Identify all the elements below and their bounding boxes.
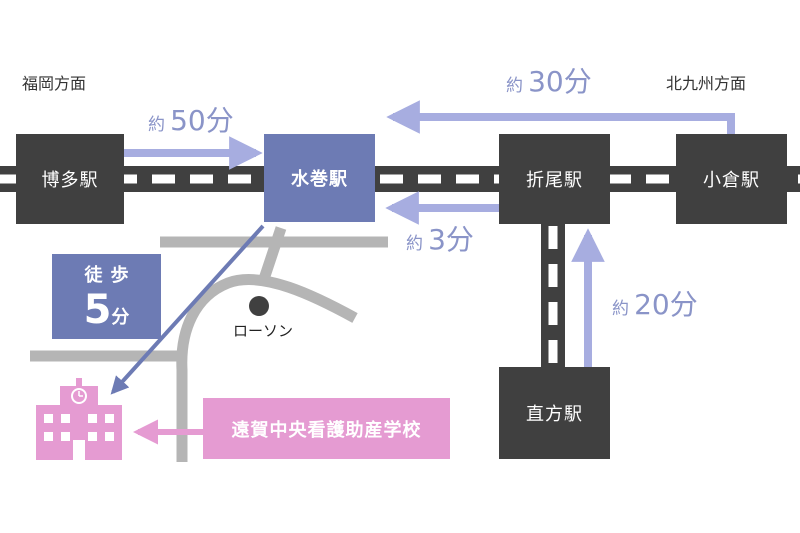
time-hakata-to-mizumaki: 約 50分 xyxy=(148,107,234,135)
station-hakata: 博多駅 xyxy=(16,134,124,224)
walk-duration: 5分 xyxy=(84,287,130,333)
time-prefix: 約 xyxy=(612,299,629,319)
walk-value: 5 xyxy=(83,286,112,333)
landmark-label: ローソン xyxy=(233,322,294,340)
time-unit: 分 xyxy=(205,104,234,137)
direction-west-label: 福岡方面 xyxy=(22,74,87,93)
walk-unit: 分 xyxy=(111,306,130,328)
station-orio: 折尾駅 xyxy=(499,134,610,224)
time-value: 30 xyxy=(528,65,564,98)
time-unit: 分 xyxy=(669,288,698,321)
time-value: 3 xyxy=(428,223,446,256)
time-unit: 分 xyxy=(563,65,592,98)
arrow-walk-route xyxy=(110,224,265,395)
time-unit: 分 xyxy=(445,223,474,256)
station-kokura: 小倉駅 xyxy=(676,134,787,224)
walk-label: 徒歩 xyxy=(84,264,137,286)
walk-time-box: 徒歩 5分 xyxy=(52,254,161,339)
time-orio-to-mizumaki: 約 3分 xyxy=(406,226,474,254)
road-curve xyxy=(176,274,358,462)
station-nogata: 直方駅 xyxy=(499,367,610,459)
station-mizumaki: 水巻駅 xyxy=(264,134,375,222)
main-railway xyxy=(0,166,800,192)
store-marker-icon xyxy=(249,296,269,316)
arrows xyxy=(124,100,735,368)
time-value: 50 xyxy=(170,104,206,137)
time-prefix: 約 xyxy=(506,76,523,96)
roads xyxy=(30,226,388,462)
time-value: 20 xyxy=(634,288,670,321)
time-prefix: 約 xyxy=(406,234,423,254)
school-name-label: 遠賀中央看護助産学校 xyxy=(203,398,450,459)
time-prefix: 約 xyxy=(148,115,165,135)
arrow-kokura-to-mizumaki xyxy=(386,100,735,134)
direction-east-label: 北九州方面 xyxy=(666,74,747,93)
time-kokura-to-mizumaki: 約 30分 xyxy=(506,68,592,96)
branch-railway xyxy=(541,215,565,377)
time-nogata-to-orio: 約 20分 xyxy=(612,291,698,319)
school-building-icon xyxy=(36,378,122,460)
